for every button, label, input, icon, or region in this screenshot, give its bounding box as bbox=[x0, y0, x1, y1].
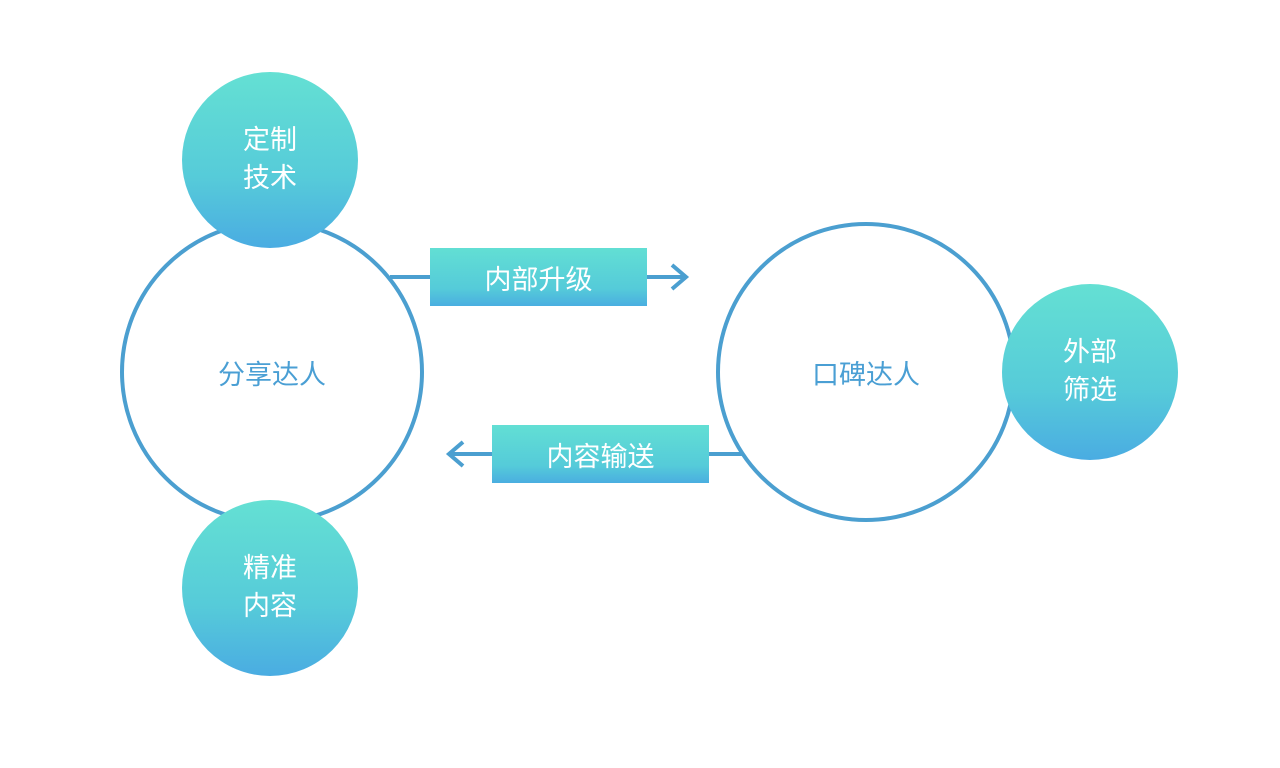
node-external-screening: 外部 筛选 bbox=[1063, 337, 1117, 406]
node-custom-tech: 定制 技术 bbox=[243, 125, 297, 194]
top-left-satellite-circle bbox=[182, 72, 358, 248]
backward-arrow bbox=[445, 440, 742, 468]
node-precise-content: 精准 内容 bbox=[243, 553, 297, 622]
bottom-left-satellite-circle bbox=[182, 500, 358, 676]
forward-arrow bbox=[390, 263, 690, 291]
node-sharing-expert: 分享达人 bbox=[218, 359, 326, 391]
right-satellite-circle bbox=[1002, 284, 1178, 460]
label-content-delivery: 内容输送 bbox=[492, 425, 709, 483]
node-reputation-expert: 口碑达人 bbox=[812, 359, 920, 391]
label-internal-upgrade: 内部升级 bbox=[430, 248, 647, 306]
